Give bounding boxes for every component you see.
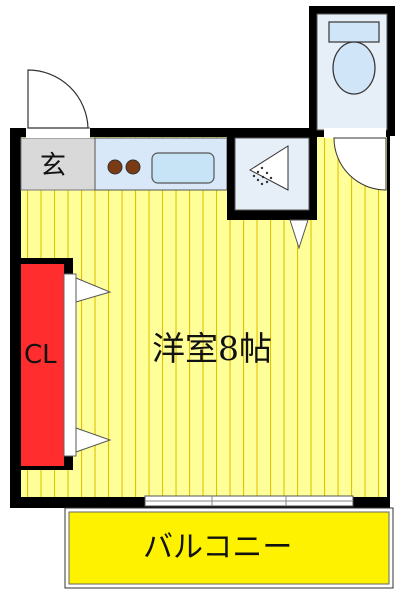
- closet-door-track: [63, 273, 77, 457]
- stove-icon: [107, 159, 123, 175]
- toilet-icon: [332, 41, 376, 95]
- closet-fill: [21, 264, 64, 466]
- toilet-door-gap: [324, 128, 386, 138]
- toilet-tank: [328, 21, 380, 43]
- shower-icon: [249, 145, 289, 191]
- door-swing-icon: [27, 69, 89, 129]
- sink-icon: [151, 152, 215, 184]
- closet-door-lower: [75, 427, 112, 453]
- balcony-label: バルコニー: [143, 530, 293, 565]
- closet-label: CL: [24, 340, 57, 370]
- shower-spray: [252, 166, 273, 186]
- room-label: 洋室8帖: [152, 329, 272, 368]
- balcony: [68, 511, 390, 585]
- entrance-label: 玄: [40, 151, 67, 181]
- entrance-door-gap: [26, 126, 90, 138]
- toilet-door-swing: [333, 137, 387, 191]
- stove-icon-2: [125, 159, 141, 175]
- closet-door-upper: [75, 277, 112, 303]
- shower-door: [289, 219, 309, 250]
